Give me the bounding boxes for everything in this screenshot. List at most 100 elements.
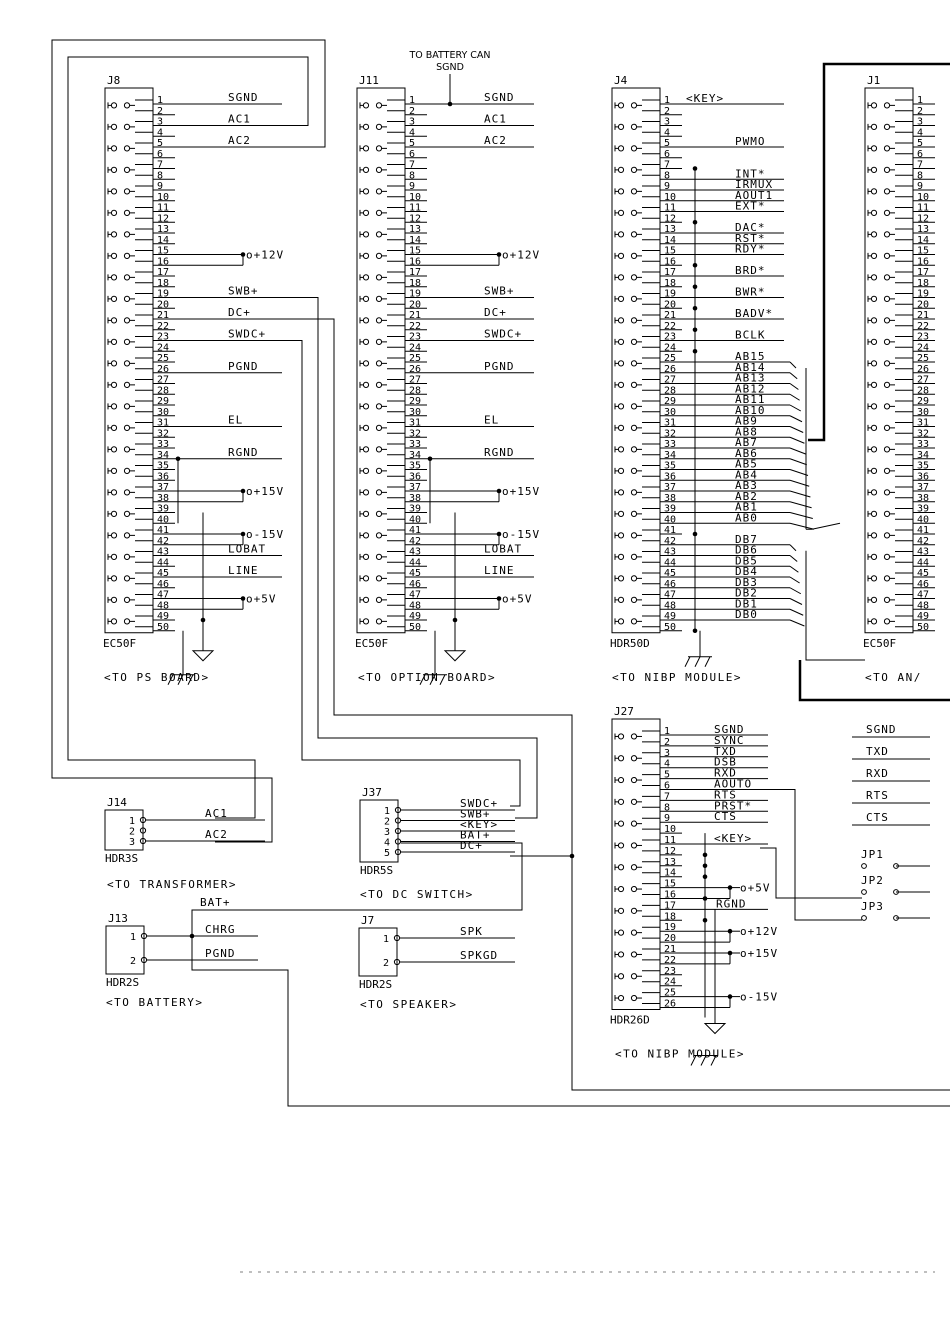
- pin-number: 25: [157, 353, 169, 364]
- pin-number: 46: [664, 579, 676, 590]
- swb-route: [282, 297, 538, 819]
- pin-number: 46: [917, 579, 929, 590]
- pin-number: 49: [157, 611, 169, 622]
- signal-j4: DB6: [682, 544, 798, 562]
- pin-number: 8: [664, 170, 670, 181]
- signal-j11: PGND: [427, 360, 534, 374]
- signal-j11: o+12V: [427, 249, 539, 266]
- pin-number: 20: [664, 933, 676, 944]
- top-note-line2: SGND: [436, 62, 464, 73]
- signal-j27: o+15V: [682, 947, 777, 965]
- pin-number: 49: [409, 611, 421, 622]
- signal-label: o+5V: [246, 593, 277, 606]
- pin-number: 45: [157, 568, 169, 579]
- pin-number: 35: [409, 461, 421, 472]
- pin-number: 20: [409, 299, 421, 310]
- signal-j11: EL: [427, 414, 534, 427]
- signal-j4: IRMUX: [682, 178, 784, 191]
- signal-j4: INT*: [682, 167, 784, 180]
- pin-number: 38: [157, 493, 169, 504]
- pin-number: 40: [664, 514, 676, 525]
- pin-contact: [393, 934, 401, 942]
- signal-label: AB4: [735, 468, 758, 481]
- signal-j4: AB7: [682, 436, 806, 455]
- pin-number: 39: [157, 504, 169, 515]
- pin-number: 28: [664, 385, 676, 396]
- signal-label: AOUTO: [714, 778, 752, 791]
- signal-j11: LINE: [427, 564, 534, 578]
- signal-j4: AOUT1: [682, 189, 784, 202]
- pin-number: 37: [664, 482, 676, 493]
- pin-number: 2: [384, 817, 390, 828]
- signal-j4: DAC*: [682, 221, 784, 234]
- pin-number: 12: [664, 213, 676, 224]
- signal-label: BRD*: [735, 264, 766, 277]
- pin-number: 3: [664, 748, 670, 759]
- pin-number: 20: [664, 299, 676, 310]
- junction-dot: [692, 531, 698, 537]
- ground-symbol: [703, 1023, 727, 1035]
- pin-contact: [140, 932, 148, 940]
- signal-j4: EXT*: [682, 200, 784, 213]
- connector-ref: J27: [614, 705, 634, 718]
- right-signal-label: CTS: [866, 811, 889, 824]
- pin-number: 26: [157, 364, 169, 375]
- signal-label: AC1: [484, 113, 507, 126]
- signal-j4: RDY*: [682, 243, 784, 256]
- signal-j27: TXD: [682, 745, 768, 758]
- pin-number: 8: [157, 170, 163, 181]
- signal-j4: AB8: [682, 425, 805, 444]
- jumper-label: JP1: [861, 848, 884, 861]
- signal-j11: o-15V: [427, 528, 539, 546]
- pin-number: 38: [409, 493, 421, 504]
- signal-label: PGND: [228, 360, 259, 373]
- chassis-leg: [704, 656, 711, 667]
- chassis-leg: [187, 674, 194, 685]
- signal-label: AC1: [205, 807, 228, 820]
- pin-number: 5: [664, 138, 670, 149]
- pin-number: 13: [664, 224, 676, 235]
- signal-j11: o+15V: [427, 485, 539, 503]
- ground-triangle: [703, 1023, 727, 1035]
- signal-j27: SGND: [682, 723, 768, 736]
- signal-j11: AC1: [427, 113, 534, 126]
- signal-label: <KEY>: [714, 832, 752, 845]
- pin-number: 1: [384, 806, 390, 817]
- junction-dot: [702, 874, 708, 879]
- pin-number: 43: [157, 547, 169, 558]
- signal-label: SWDC+: [460, 797, 498, 810]
- pin-number: 28: [157, 385, 169, 396]
- pin-number: 48: [409, 600, 421, 611]
- pin-number: 47: [409, 590, 421, 601]
- pin-number: 10: [157, 192, 169, 203]
- pin-number: 50: [409, 622, 421, 633]
- signal-label: SPK: [460, 925, 483, 938]
- signal-label: o-15V: [740, 991, 778, 1004]
- pin-number: 40: [409, 514, 421, 525]
- connector-body: [356, 87, 406, 634]
- signal-label: BAT+: [460, 829, 491, 842]
- pin-number: 1: [130, 932, 136, 943]
- signal-label: DC+: [460, 839, 483, 852]
- jumper-contact: [861, 863, 867, 869]
- signal-label: DC+: [484, 306, 507, 319]
- pin-number: 44: [664, 557, 676, 568]
- pin-number: 39: [917, 504, 929, 515]
- pin-number: 10: [664, 192, 676, 203]
- chassis-leg: [419, 674, 426, 685]
- signal-j4: DB4: [682, 565, 800, 584]
- pin-number: 50: [664, 622, 676, 633]
- connector-caption: <TO NIBP MODULE>: [615, 1048, 745, 1061]
- pin-number: 29: [157, 396, 169, 407]
- connector-ref: J14: [107, 796, 127, 809]
- connector-caption: <TO PS BOARD>: [104, 671, 210, 684]
- pin-number: 19: [664, 289, 676, 300]
- pin-number: 27: [157, 375, 169, 386]
- signal-j27: <KEY>: [682, 832, 768, 845]
- connector-caption: <TO DC SWITCH>: [360, 888, 474, 901]
- top-note-line1: TO BATTERY CAN: [408, 50, 490, 61]
- signal-label: DB1: [735, 597, 758, 610]
- pin-number: 48: [157, 600, 169, 611]
- pin-number: 24: [917, 342, 929, 353]
